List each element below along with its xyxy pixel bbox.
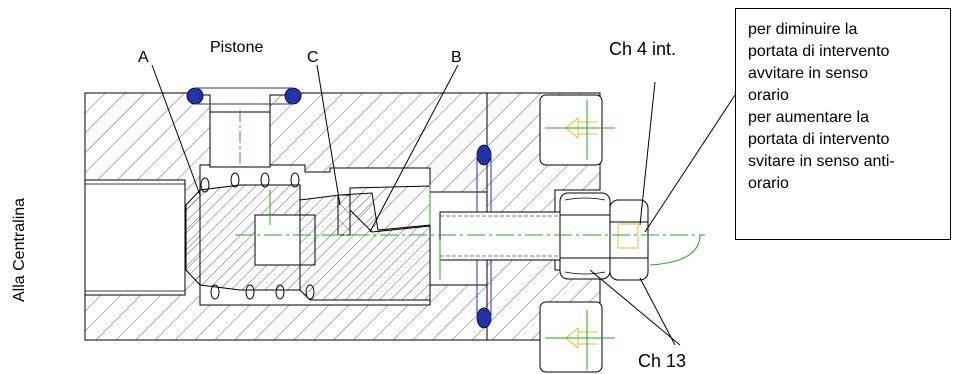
label-pistone: Pistone xyxy=(210,39,263,56)
note-line: avvitare in senso xyxy=(748,65,869,82)
adjuster-sleeve xyxy=(349,185,431,233)
centerlines xyxy=(235,110,705,280)
outlet-bore xyxy=(84,179,186,296)
o-rings xyxy=(186,87,492,329)
note-line: portata di intervento xyxy=(748,131,890,148)
label-a: A xyxy=(138,49,149,66)
note-line: svitare in senso anti- xyxy=(748,153,895,170)
label-ch4: Ch 4 int. xyxy=(609,39,676,59)
plate-lower-block xyxy=(539,301,603,373)
adjusting-screw xyxy=(439,192,649,281)
top-oring-left xyxy=(186,87,204,105)
leader-lines xyxy=(151,64,736,346)
cap-screw xyxy=(609,199,649,281)
note-line: per aumentare la xyxy=(748,109,869,126)
side-oring-bottom xyxy=(476,307,492,329)
plate-upper-block xyxy=(539,94,603,166)
label-b: B xyxy=(451,49,462,66)
note-line: per diminuire la xyxy=(748,21,858,38)
note-line: orario xyxy=(748,87,789,104)
note-line: portata di intervento xyxy=(748,43,890,60)
label-ch13: Ch 13 xyxy=(638,351,686,371)
label-alla-centralina: Alla Centralina xyxy=(11,198,28,302)
adjustment-note: per diminuire la portata di intervento a… xyxy=(735,8,951,240)
side-oring-top xyxy=(476,144,492,166)
top-oring-right xyxy=(284,87,302,105)
screw-shank xyxy=(439,211,566,261)
lock-nut xyxy=(559,192,611,280)
label-c: C xyxy=(307,49,319,66)
note-line: orario xyxy=(748,175,789,192)
